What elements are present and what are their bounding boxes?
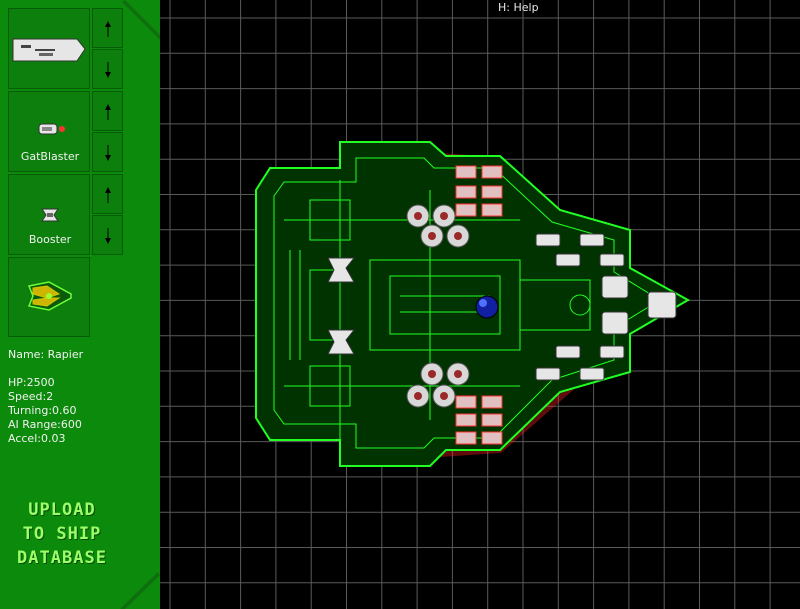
ship-preview-icon (27, 281, 72, 311)
gatblaster-icon (38, 123, 65, 135)
parts-sidebar: GatBlaster Booster (0, 0, 160, 609)
up-arrow-icon (105, 104, 111, 120)
hull-down-button[interactable] (92, 49, 123, 89)
hull-up-button[interactable] (92, 8, 123, 48)
engine-blocks (455, 165, 503, 445)
booster-icon (327, 257, 356, 355)
upload-line-3: DATABASE (17, 548, 107, 568)
upload-line-2: TO SHIP (22, 524, 102, 544)
weapon-down-button[interactable] (92, 132, 123, 172)
ship-name: Name: Rapier (8, 348, 84, 361)
engine-down-button[interactable] (92, 215, 123, 255)
down-arrow-icon (105, 62, 111, 78)
weapon-slot[interactable]: GatBlaster (8, 91, 90, 172)
upload-to-ship-database-button[interactable]: UPLOAD TO SHIP DATABASE (12, 498, 112, 570)
hull-inner-outline (273, 157, 661, 449)
engine-slot[interactable]: Booster (8, 174, 90, 255)
booster-icon (41, 208, 59, 222)
upload-line-1: UPLOAD (28, 500, 96, 520)
hull-slot[interactable] (8, 8, 90, 89)
gatblaster-icon (535, 233, 677, 381)
ship-turning: Turning:0.60 (8, 404, 77, 417)
hull-part-icon (12, 38, 86, 62)
slot-label-gatblaster: GatBlaster (20, 150, 80, 163)
grid-lines (160, 0, 800, 609)
ship-slot[interactable] (8, 257, 90, 337)
help-hint: H: Help (498, 1, 539, 14)
ship-accel: Accel:0.03 (8, 432, 66, 445)
ship-ai-range: AI Range:600 (8, 418, 82, 431)
ship-blueprint[interactable] (255, 141, 691, 467)
slot-label-booster: Booster (28, 233, 72, 246)
up-arrow-icon (105, 187, 111, 203)
weapon-up-button[interactable] (92, 91, 123, 131)
ship-core[interactable] (475, 295, 499, 319)
turret-cores (414, 212, 462, 400)
ship-speed: Speed:2 (8, 390, 54, 403)
build-grid[interactable] (160, 0, 800, 609)
ship-hp: HP:2500 (8, 376, 55, 389)
engine-up-button[interactable] (92, 174, 123, 214)
up-arrow-icon (105, 21, 111, 37)
down-arrow-icon (105, 145, 111, 161)
ship-core-highlight (479, 299, 487, 307)
down-arrow-icon (105, 228, 111, 244)
